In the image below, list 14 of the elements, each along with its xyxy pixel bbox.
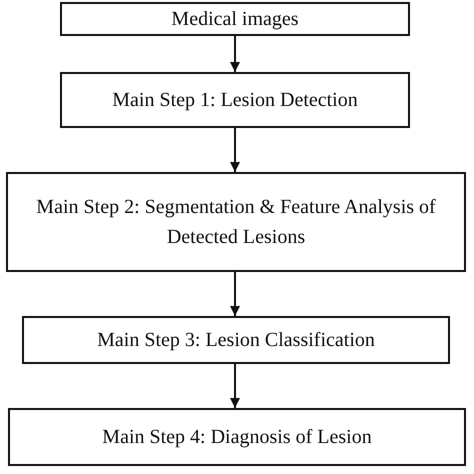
process-box [60,2,410,36]
step-label: Main Step 1: Lesion Detection [112,88,358,113]
arrow [230,272,240,316]
step-label: Medical images [171,7,299,32]
process-box [8,408,466,466]
process-box [6,172,466,272]
arrow [230,36,240,72]
arrow [230,128,240,172]
arrow [230,364,240,408]
step-label: Main Step 4: Diagnosis of Lesion [102,425,372,450]
step-label: Main Step 2: Segmentation & Feature Analysis of Detected Lesions [35,195,437,250]
step-label: Main Step 3: Lesion Classification [97,328,375,353]
process-box [60,72,410,128]
process-box [22,316,450,364]
